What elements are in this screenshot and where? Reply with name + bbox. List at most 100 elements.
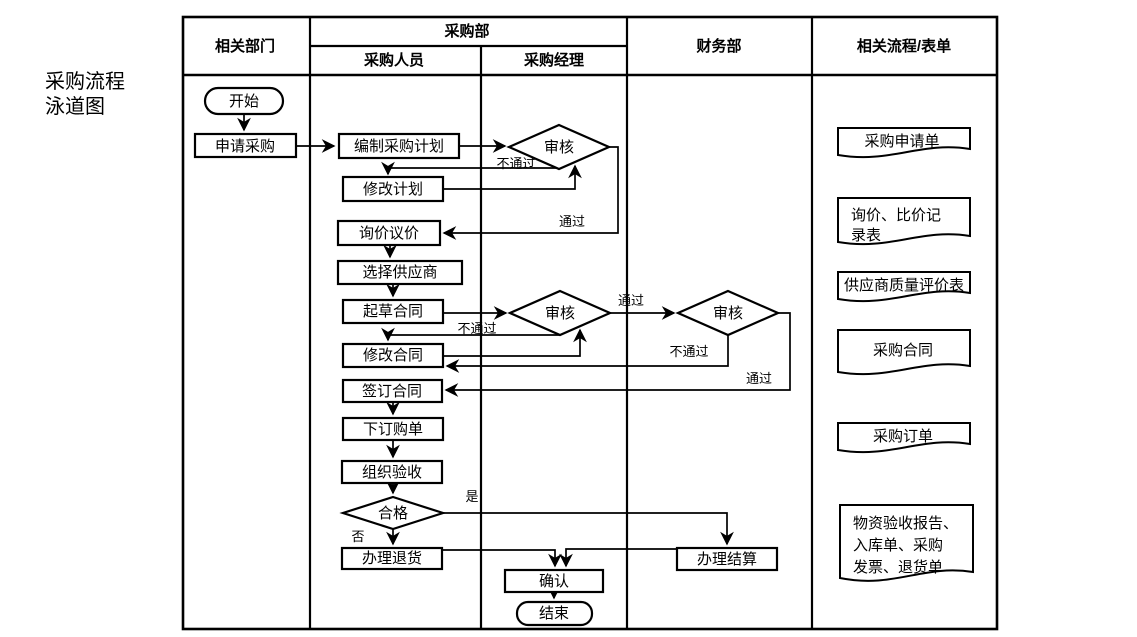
doc-supplier-quality-evaluation: 供应商质量评价表 <box>837 271 971 303</box>
confirm-shape <box>503 568 605 594</box>
inspection-shape <box>340 459 444 485</box>
doc-inquiry-comparison-record: 询价、比价记 录表 <box>837 197 971 246</box>
node-settlement: 办理结算 <box>675 546 779 572</box>
doc-purchase-contract: 采购合同 <box>837 329 971 376</box>
edge-qualified-yes-to-settlement <box>443 512 734 546</box>
doc-supplier-quality-shape <box>837 271 971 303</box>
node-inspection: 组织验收 <box>340 459 444 485</box>
sign-contract-shape <box>341 378 444 404</box>
doc-purchase-request-shape <box>837 127 971 159</box>
doc-inquiry-comparison-label-line2: 录表 <box>851 227 881 244</box>
edge-label-yes: 是 <box>465 489 478 504</box>
edge-labels: 不通过 通过 不通过 通过 不通过 通过 是 否 <box>351 156 772 544</box>
edge-revise-plan-to-review1 <box>443 164 582 190</box>
doc-inquiry-comparison-shape <box>837 197 971 246</box>
decision-review-1-label: 审核 <box>544 139 574 156</box>
edge-label-no: 否 <box>351 529 364 544</box>
doc-acceptance-report-label-line1: 物资验收报告、 <box>853 515 958 532</box>
decision-qualified-label: 合格 <box>378 505 408 522</box>
lane-header-finance-dept: 财务部 <box>696 37 741 55</box>
node-confirm-label: 确认 <box>539 573 569 590</box>
edge-label-fail2: 不通过 <box>457 321 496 336</box>
edge-review1-fail-to-revise-plan <box>381 161 559 176</box>
review3-diamond-shape <box>675 289 781 337</box>
node-revise-plan: 修改计划 <box>341 175 445 203</box>
revise-contract-shape <box>341 342 445 369</box>
start-terminator-shape <box>203 86 285 116</box>
node-make-plan-label: 编制采购计划 <box>354 138 444 155</box>
node-settlement-label: 办理结算 <box>697 550 757 568</box>
node-inspection-label: 组织验收 <box>362 464 422 481</box>
node-inquiry: 询价议价 <box>336 219 442 247</box>
table-outer-border <box>181 15 999 631</box>
swimlane-grid <box>181 15 999 631</box>
node-make-plan: 编制采购计划 <box>337 132 461 160</box>
diagram-title: 采购流程 泳道图 <box>45 70 125 118</box>
doc-purchase-contract-shape <box>837 329 971 376</box>
draft-contract-shape <box>341 298 445 325</box>
lane-header-related-forms: 相关流程/表单 <box>857 37 951 55</box>
node-apply-purchase: 申请采购 <box>193 132 298 159</box>
qualified-diamond-shape <box>339 495 447 531</box>
decision-qualified: 合格 <box>339 495 447 531</box>
node-select-supplier: 选择供应商 <box>336 259 464 286</box>
decision-review-1: 审核 <box>506 123 612 171</box>
edge-review3-pass-to-sign <box>444 312 791 397</box>
node-returns: 办理退货 <box>340 546 444 571</box>
inquiry-shape <box>336 219 442 247</box>
node-sign-contract-label: 签订合同 <box>362 383 422 400</box>
edge-review3-fail-to-revise-contract <box>445 335 729 373</box>
node-start: 开始 <box>203 86 285 116</box>
lane-header-purchasing-manager: 采购经理 <box>523 51 584 69</box>
lane-header-related-dept: 相关部门 <box>215 37 275 55</box>
decision-review-3: 审核 <box>675 289 781 337</box>
node-start-label: 开始 <box>229 93 259 110</box>
doc-acceptance-report-label-line3: 发票、退货单 <box>853 559 943 576</box>
node-draft-contract: 起草合同 <box>341 298 445 325</box>
decision-review-3-label: 审核 <box>713 305 743 322</box>
node-revise-plan-label: 修改计划 <box>363 181 423 198</box>
doc-acceptance-report-bundle: 物资验收报告、 入库单、采购 发票、退货单 <box>839 504 974 582</box>
node-revise-contract-label: 修改合同 <box>363 347 423 364</box>
doc-acceptance-report-shape <box>839 504 974 582</box>
node-sign-contract: 签订合同 <box>341 378 444 404</box>
settlement-shape <box>675 546 779 572</box>
lane-headers: 相关部门 采购部 采购人员 采购经理 财务部 相关流程/表单 <box>215 22 951 69</box>
node-apply-purchase-label: 申请采购 <box>215 138 275 155</box>
node-select-supplier-label: 选择供应商 <box>362 263 437 281</box>
review1-diamond-shape <box>506 123 612 171</box>
review2-diamond-shape <box>507 289 613 337</box>
place-order-shape <box>341 416 445 442</box>
edge-label-fail1: 不通过 <box>496 156 535 171</box>
doc-purchase-contract-label: 采购合同 <box>873 342 933 359</box>
doc-purchase-request-form: 采购申请单 <box>837 127 971 159</box>
edge-label-pass1: 通过 <box>559 214 585 229</box>
decision-review-2-label: 审核 <box>545 305 575 322</box>
doc-purchase-order-label: 采购订单 <box>873 428 933 445</box>
node-returns-label: 办理退货 <box>362 550 422 567</box>
doc-purchase-order-shape <box>837 422 971 454</box>
decision-review-2: 审核 <box>507 289 613 337</box>
doc-inquiry-comparison-label-line1: 询价、比价记 <box>851 207 941 224</box>
doc-acceptance-report-label-line2: 入库单、采购 <box>853 537 943 554</box>
doc-purchase-order: 采购订单 <box>837 422 971 454</box>
node-revise-contract: 修改合同 <box>341 342 445 369</box>
edge-review1-pass-to-inquiry <box>442 146 619 240</box>
doc-supplier-quality-label: 供应商质量评价表 <box>844 276 964 294</box>
edge-settlement-to-confirm <box>559 548 677 568</box>
doc-purchase-request-label: 采购申请单 <box>864 133 939 150</box>
flow-nodes: 开始 申请采购 编制采购计划 审核 修改计划 询价议价 选择供应商 起草合同 <box>193 86 781 627</box>
lane-header-purchasing-staff: 采购人员 <box>363 51 424 69</box>
lane-header-purchasing-dept: 采购部 <box>443 22 489 40</box>
edge-label-pass3: 通过 <box>746 371 772 386</box>
diagram-title-line2: 泳道图 <box>45 95 105 118</box>
make-plan-shape <box>337 132 461 160</box>
edge-returns-to-confirm <box>442 549 562 568</box>
node-place-order-label: 下订购单 <box>363 421 423 438</box>
end-terminator-shape <box>515 600 594 627</box>
select-supplier-shape <box>336 259 464 286</box>
related-documents: 采购申请单 询价、比价记 录表 供应商质量评价表 采购合同 采购订单 物资验收报… <box>837 127 974 582</box>
node-end: 结束 <box>515 600 594 627</box>
